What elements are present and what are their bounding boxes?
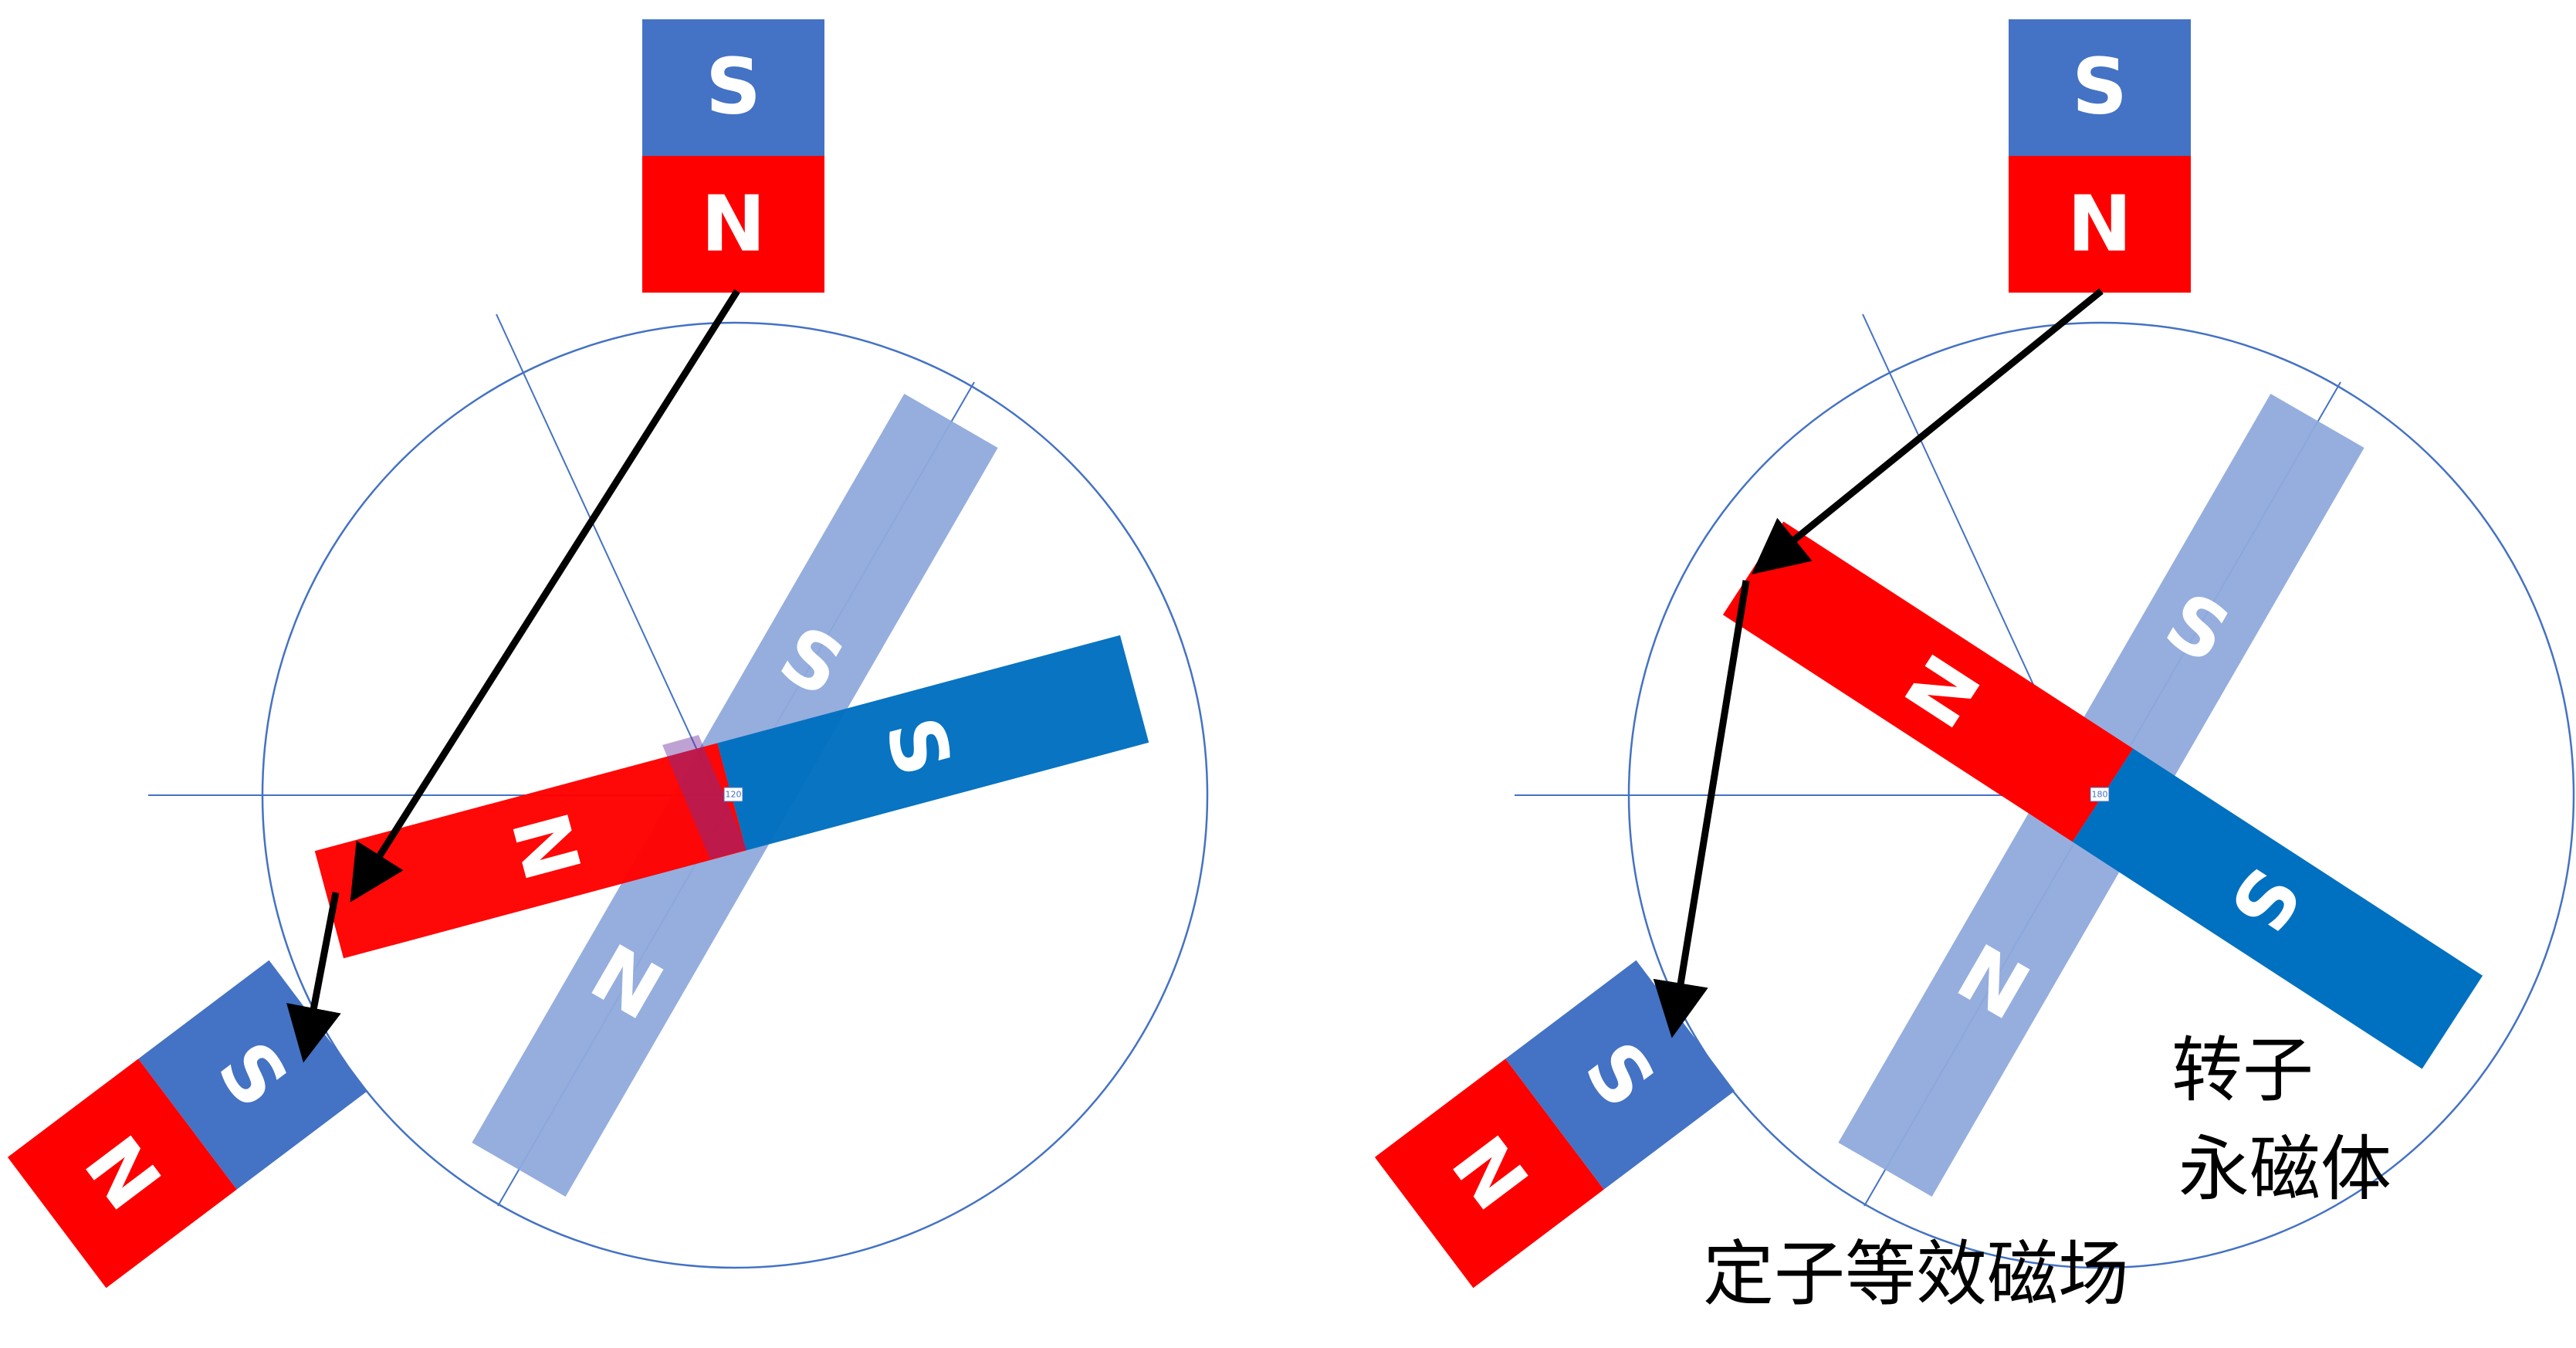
top-magnet-south-label: S xyxy=(2072,42,2127,132)
rotor-label-line2: 永磁体 xyxy=(2178,1128,2392,1211)
bottom-magnet-north xyxy=(7,1058,237,1289)
center-marker-box xyxy=(2090,787,2110,802)
top-stator-magnet: S N xyxy=(2009,19,2191,293)
axis-line-a xyxy=(496,313,719,796)
rotor-south-half xyxy=(2072,748,2483,1069)
center-marker-box xyxy=(723,787,743,802)
rotor-south-half xyxy=(717,635,1149,851)
rotor-label-line1: 转子 xyxy=(2171,1029,2314,1112)
top-magnet-south xyxy=(642,19,824,156)
rotor-north-half xyxy=(1722,521,2134,842)
top-stator-magnet: S N xyxy=(642,19,824,293)
field-arrow-1 xyxy=(350,289,740,903)
top-magnet-north-label: N xyxy=(2067,179,2132,269)
field-arrow-2 xyxy=(286,892,341,1063)
top-magnet-north xyxy=(2009,156,2191,293)
stator-field-label: 定子等效磁场 xyxy=(1703,1233,2129,1316)
rotor-north-half xyxy=(314,743,746,959)
center-marker-label: 180 xyxy=(2092,790,2108,800)
active-rotor-magnet: N S xyxy=(314,635,1149,959)
top-magnet-north xyxy=(642,156,824,293)
center-marker-label: 120 xyxy=(726,790,742,800)
active-rotor-magnet: N S xyxy=(1722,521,2483,1069)
overlap-tint xyxy=(662,735,747,859)
top-magnet-north-label: N xyxy=(701,179,766,269)
panel-left: S N N S 120 S N N S xyxy=(7,19,1209,1289)
panel-right: S N N S 180 S N N S 转子 xyxy=(1374,19,2575,1316)
field-arrow-1 xyxy=(1752,288,2104,574)
bottom-magnet-north xyxy=(1374,1058,1604,1289)
field-arrow-2 xyxy=(1653,580,1750,1038)
top-magnet-south-label: S xyxy=(706,42,761,132)
top-magnet-south xyxy=(2009,19,2191,156)
